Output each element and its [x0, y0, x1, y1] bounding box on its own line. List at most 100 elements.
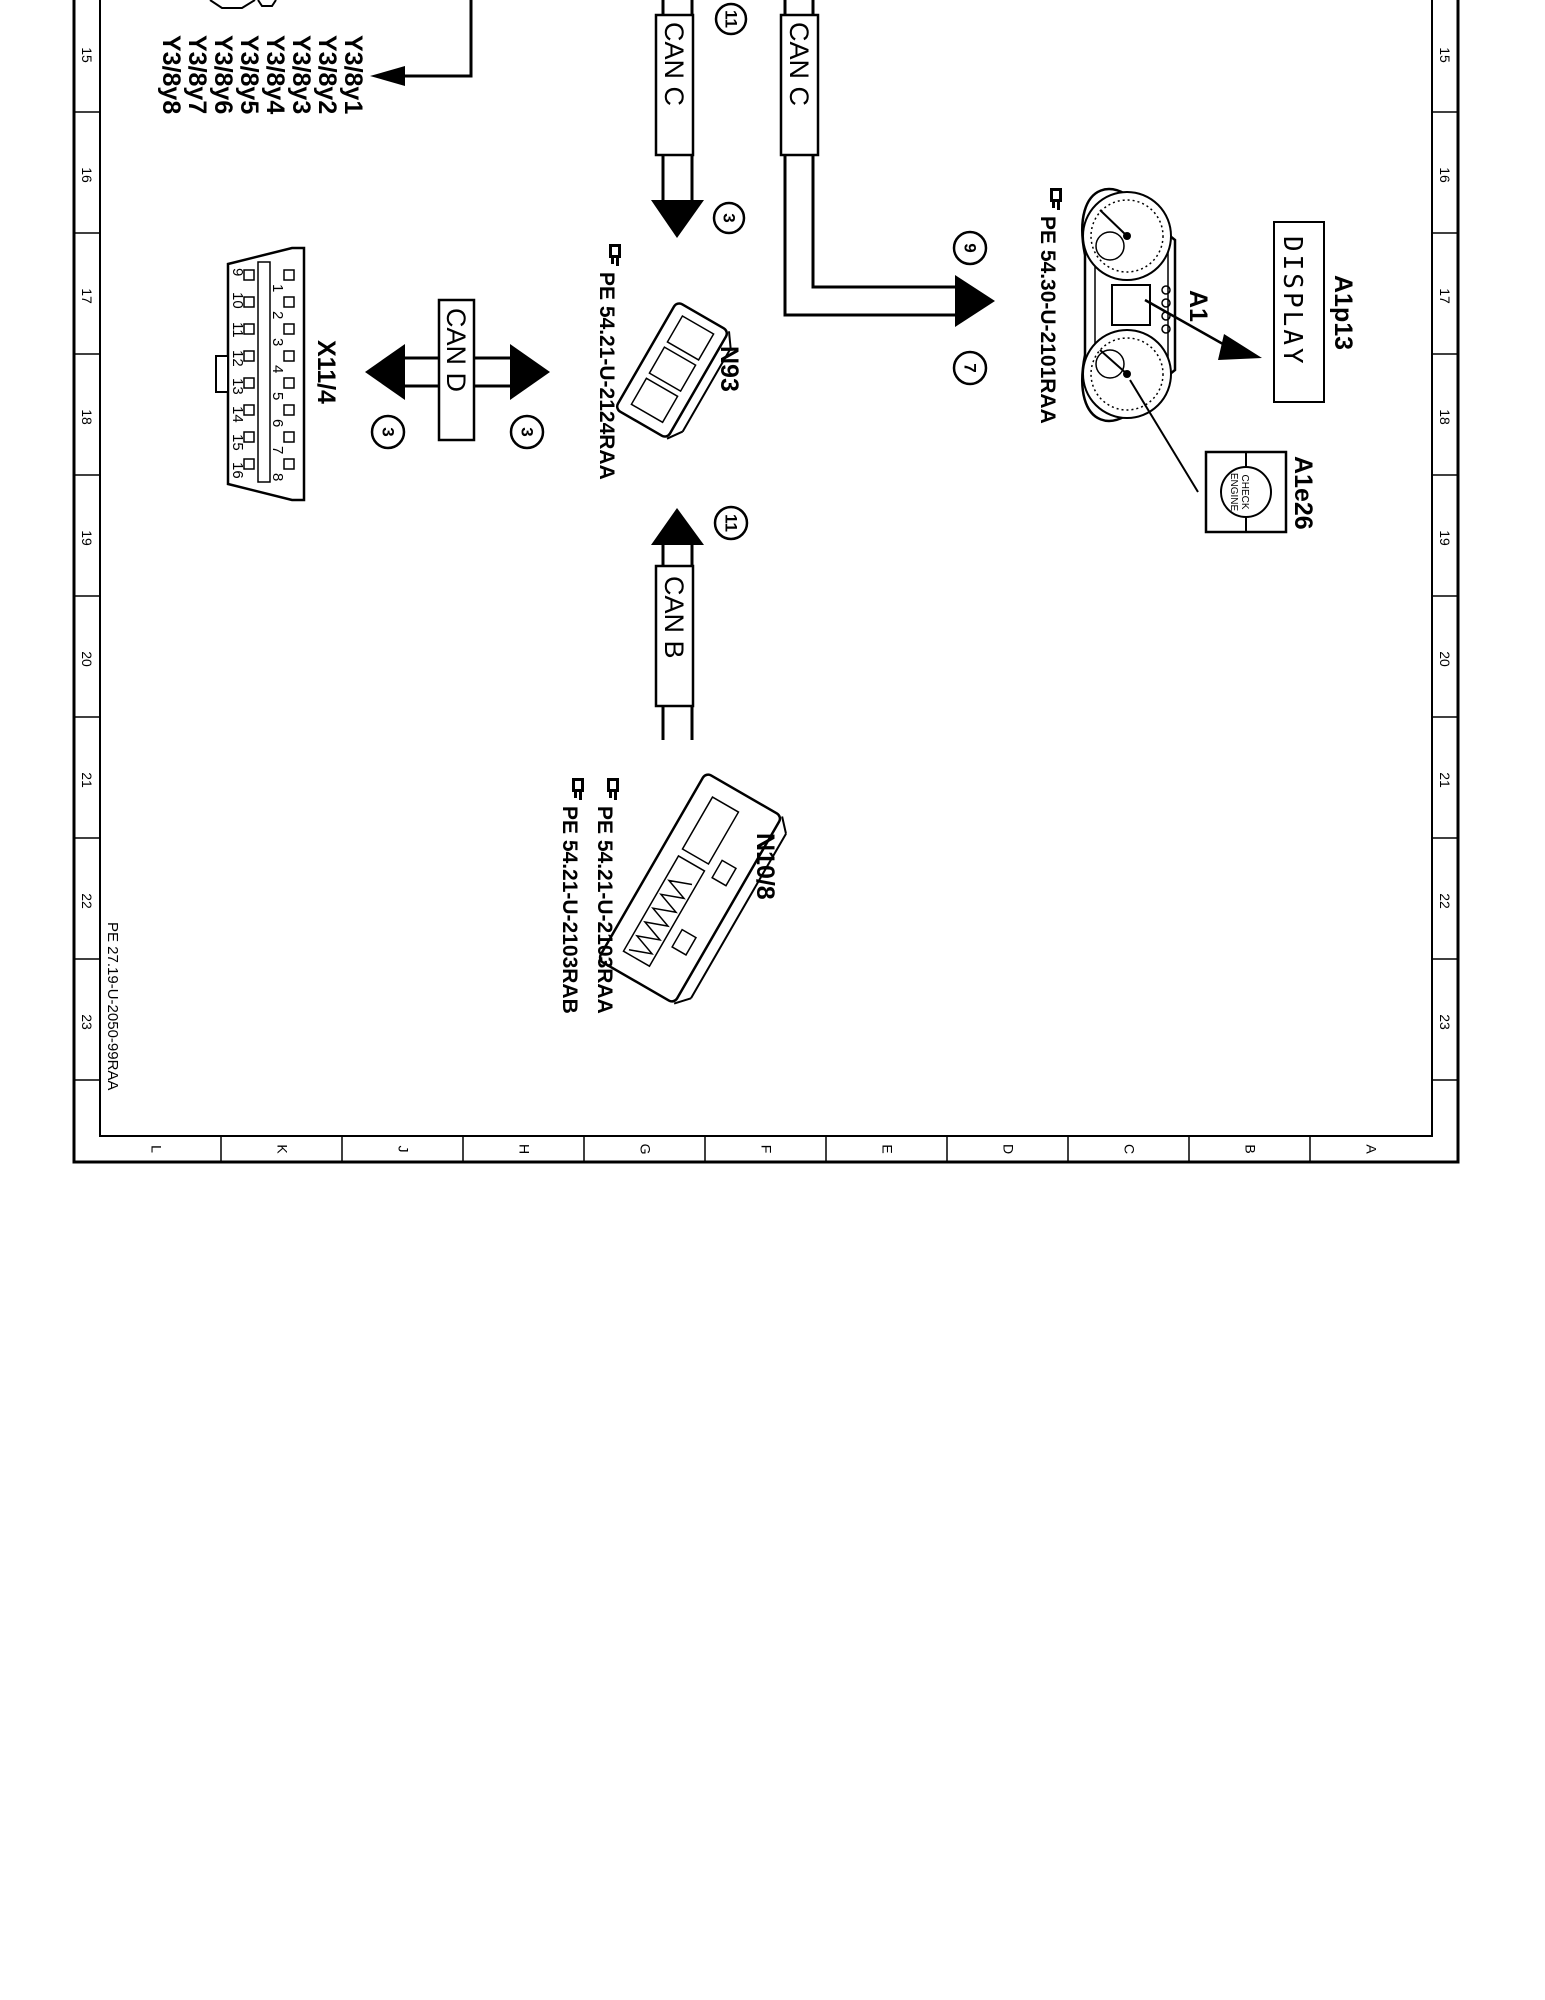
- svg-text:9: 9: [961, 243, 980, 252]
- grid-row-labels-right: 15 16 17 18 19 20 21 22 23: [1437, 47, 1453, 1030]
- marker-3-can-d-right: 3: [509, 414, 545, 450]
- marker-9-a1: 9: [952, 230, 988, 266]
- svg-text:15: 15: [229, 434, 246, 451]
- a1-ref-text: PE 54.30-U-2101RAA: [1036, 216, 1059, 424]
- svg-text:12: 12: [229, 350, 246, 367]
- grid-row-label: 19: [79, 530, 95, 546]
- svg-text:11: 11: [229, 322, 246, 338]
- grid-row-label: 21: [79, 772, 95, 788]
- y3-label: Y3/8y6: [209, 35, 237, 114]
- grid-col-label: F: [758, 1145, 774, 1154]
- a1e26-check-engine-lamp: CHECK ENGINE: [1129, 379, 1288, 534]
- a1p13-display-text: DISPLAY: [1277, 236, 1307, 367]
- n10-8-module: [598, 773, 787, 1005]
- grid-row-label: 15: [79, 47, 95, 63]
- grid-row-label: 20: [79, 651, 95, 667]
- grid-row-label: 22: [79, 893, 95, 909]
- x11-4-name: X11/4: [312, 340, 340, 404]
- marker-7-a1: 7: [952, 350, 988, 386]
- can-b-bus: CAN B: [651, 508, 704, 740]
- marker-11-can-b: 11: [713, 505, 749, 541]
- a1e26-name: A1e26: [1289, 456, 1317, 530]
- x11-4-connector: [215, 246, 306, 502]
- x11-4-pin-labels-bottom: 9 10 11 12 13 14 15 16: [229, 268, 246, 479]
- can-c-right-bus: CAN C: [779, 0, 995, 327]
- svg-text:11: 11: [722, 10, 741, 28]
- grid-row-ticks: [74, 111, 1458, 1081]
- grid-col-labels: L K J H G F E D C B A: [148, 1144, 1379, 1155]
- grid-row-label: 22: [1437, 893, 1453, 909]
- grid-row-label: 17: [1437, 288, 1453, 304]
- y3-label: Y3/8y8: [157, 35, 185, 114]
- grid-row-label: 18: [79, 409, 95, 425]
- svg-text:3: 3: [269, 338, 286, 346]
- marker-3-can-d-left: 3: [370, 414, 406, 450]
- y3-label: Y3/8y5: [235, 35, 263, 114]
- svg-text:CHECK: CHECK: [1239, 474, 1250, 509]
- n93-name: N93: [715, 346, 743, 392]
- svg-text:9: 9: [229, 268, 246, 276]
- n93-ref: PE 54.21-U-2124RAA: [595, 244, 621, 480]
- a1p13-name: A1p13: [1329, 275, 1357, 350]
- y3-label: Y3/8y7: [183, 35, 211, 114]
- svg-text:10: 10: [229, 292, 246, 309]
- y3-label: Y3/8y2: [313, 35, 341, 114]
- grid-row-label: 23: [1437, 1014, 1453, 1030]
- n10-8-ref-2: PE 54.21-U-2103RAB: [558, 806, 581, 1014]
- a1p13-display: DISPLAY: [1144, 221, 1325, 403]
- can-c-right-label: CAN C: [784, 22, 814, 106]
- grid-col-label: K: [274, 1144, 290, 1154]
- grid-row-label: 15: [1437, 47, 1453, 63]
- grid-row-label: 16: [79, 167, 95, 183]
- grid-row-label: 20: [1437, 651, 1453, 667]
- svg-text:3: 3: [720, 213, 739, 222]
- grid-col-label: L: [148, 1145, 164, 1153]
- y3-label: Y3/8y1: [339, 35, 367, 114]
- can-d-bus: CAN D: [365, 298, 550, 442]
- svg-text:11: 11: [722, 514, 741, 532]
- marker-11-top: 11: [714, 2, 748, 36]
- grid-row-label: 18: [1437, 409, 1453, 425]
- grid-row-labels-left: 15 16 17 18 19 20 21 22 23: [79, 47, 95, 1030]
- n10-8-ref-1: PE 54.21-U-2103RAA: [593, 806, 616, 1014]
- grid-col-label: G: [637, 1144, 653, 1155]
- svg-text:6: 6: [269, 419, 286, 427]
- n93-module: [615, 302, 732, 440]
- grid-col-label: A: [1363, 1144, 1379, 1154]
- grid-row-label: 23: [79, 1014, 95, 1030]
- grid-col-ticks: [220, 1136, 1311, 1162]
- n10-8-name: N10/8: [751, 833, 779, 900]
- a1-ref: PE 54.30-U-2101RAA: [1036, 188, 1062, 424]
- x11-4-pin-labels-top: 1 2 3 4 5 6 7 8: [269, 284, 286, 481]
- grid-col-label: H: [516, 1144, 532, 1154]
- a1-instrument-cluster: [1081, 187, 1177, 423]
- svg-text:7: 7: [961, 363, 980, 372]
- grid-col-label: D: [1000, 1144, 1016, 1154]
- y3-label: Y3/8y4: [261, 35, 289, 114]
- svg-text:2: 2: [269, 311, 286, 319]
- svg-text:14: 14: [229, 406, 246, 423]
- grid-row-label: 16: [1437, 167, 1453, 183]
- svg-text:5: 5: [269, 392, 286, 400]
- svg-text:13: 13: [229, 378, 246, 395]
- grid-row-label: 17: [79, 288, 95, 304]
- can-d-label: CAN D: [441, 308, 471, 392]
- can-c-left-bus: CAN C: [651, 0, 704, 238]
- grid-col-label: C: [1121, 1144, 1137, 1154]
- svg-text:4: 4: [269, 365, 286, 373]
- a1-name: A1: [1184, 290, 1212, 322]
- grid-col-label: E: [879, 1144, 895, 1153]
- grid-row-label: 21: [1437, 772, 1453, 788]
- svg-text:3: 3: [518, 427, 537, 436]
- svg-text:ENGINE: ENGINE: [1228, 473, 1239, 512]
- grid-row-label: 19: [1437, 530, 1453, 546]
- y3-labels: Y3/8y1 Y3/8y2 Y3/8y3 Y3/8y4 Y3/8y5 Y3/8y…: [157, 35, 367, 114]
- can-b-label: CAN B: [659, 576, 689, 659]
- svg-text:3: 3: [379, 427, 398, 436]
- drawing-reference-footer: PE 27.19-U-2050-99RAA: [104, 922, 121, 1090]
- y3-leader-line: [370, 0, 473, 86]
- svg-text:1: 1: [269, 284, 286, 292]
- drawing-frame: [72, 0, 1460, 1164]
- svg-text:7: 7: [269, 446, 286, 454]
